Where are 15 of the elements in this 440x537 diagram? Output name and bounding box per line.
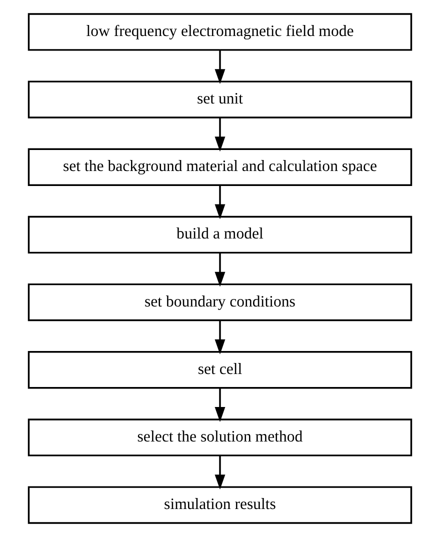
node-box: set the background material and calculation space — [28, 148, 412, 186]
arrow — [214, 186, 226, 220]
arrow — [214, 388, 226, 422]
arrow — [214, 118, 226, 152]
arrow — [214, 50, 226, 84]
node-box: simulation results — [28, 486, 412, 524]
node-box: low frequency electromagnetic field mode — [28, 13, 412, 51]
node-box: set unit — [28, 80, 412, 118]
arrow — [214, 253, 226, 287]
arrow — [214, 320, 226, 354]
node-box: select the solution method — [28, 418, 412, 456]
arrow — [214, 456, 226, 490]
node-box: set boundary conditions — [28, 283, 412, 322]
node-box: build a model — [28, 216, 412, 254]
node-box: set cell — [28, 351, 412, 389]
